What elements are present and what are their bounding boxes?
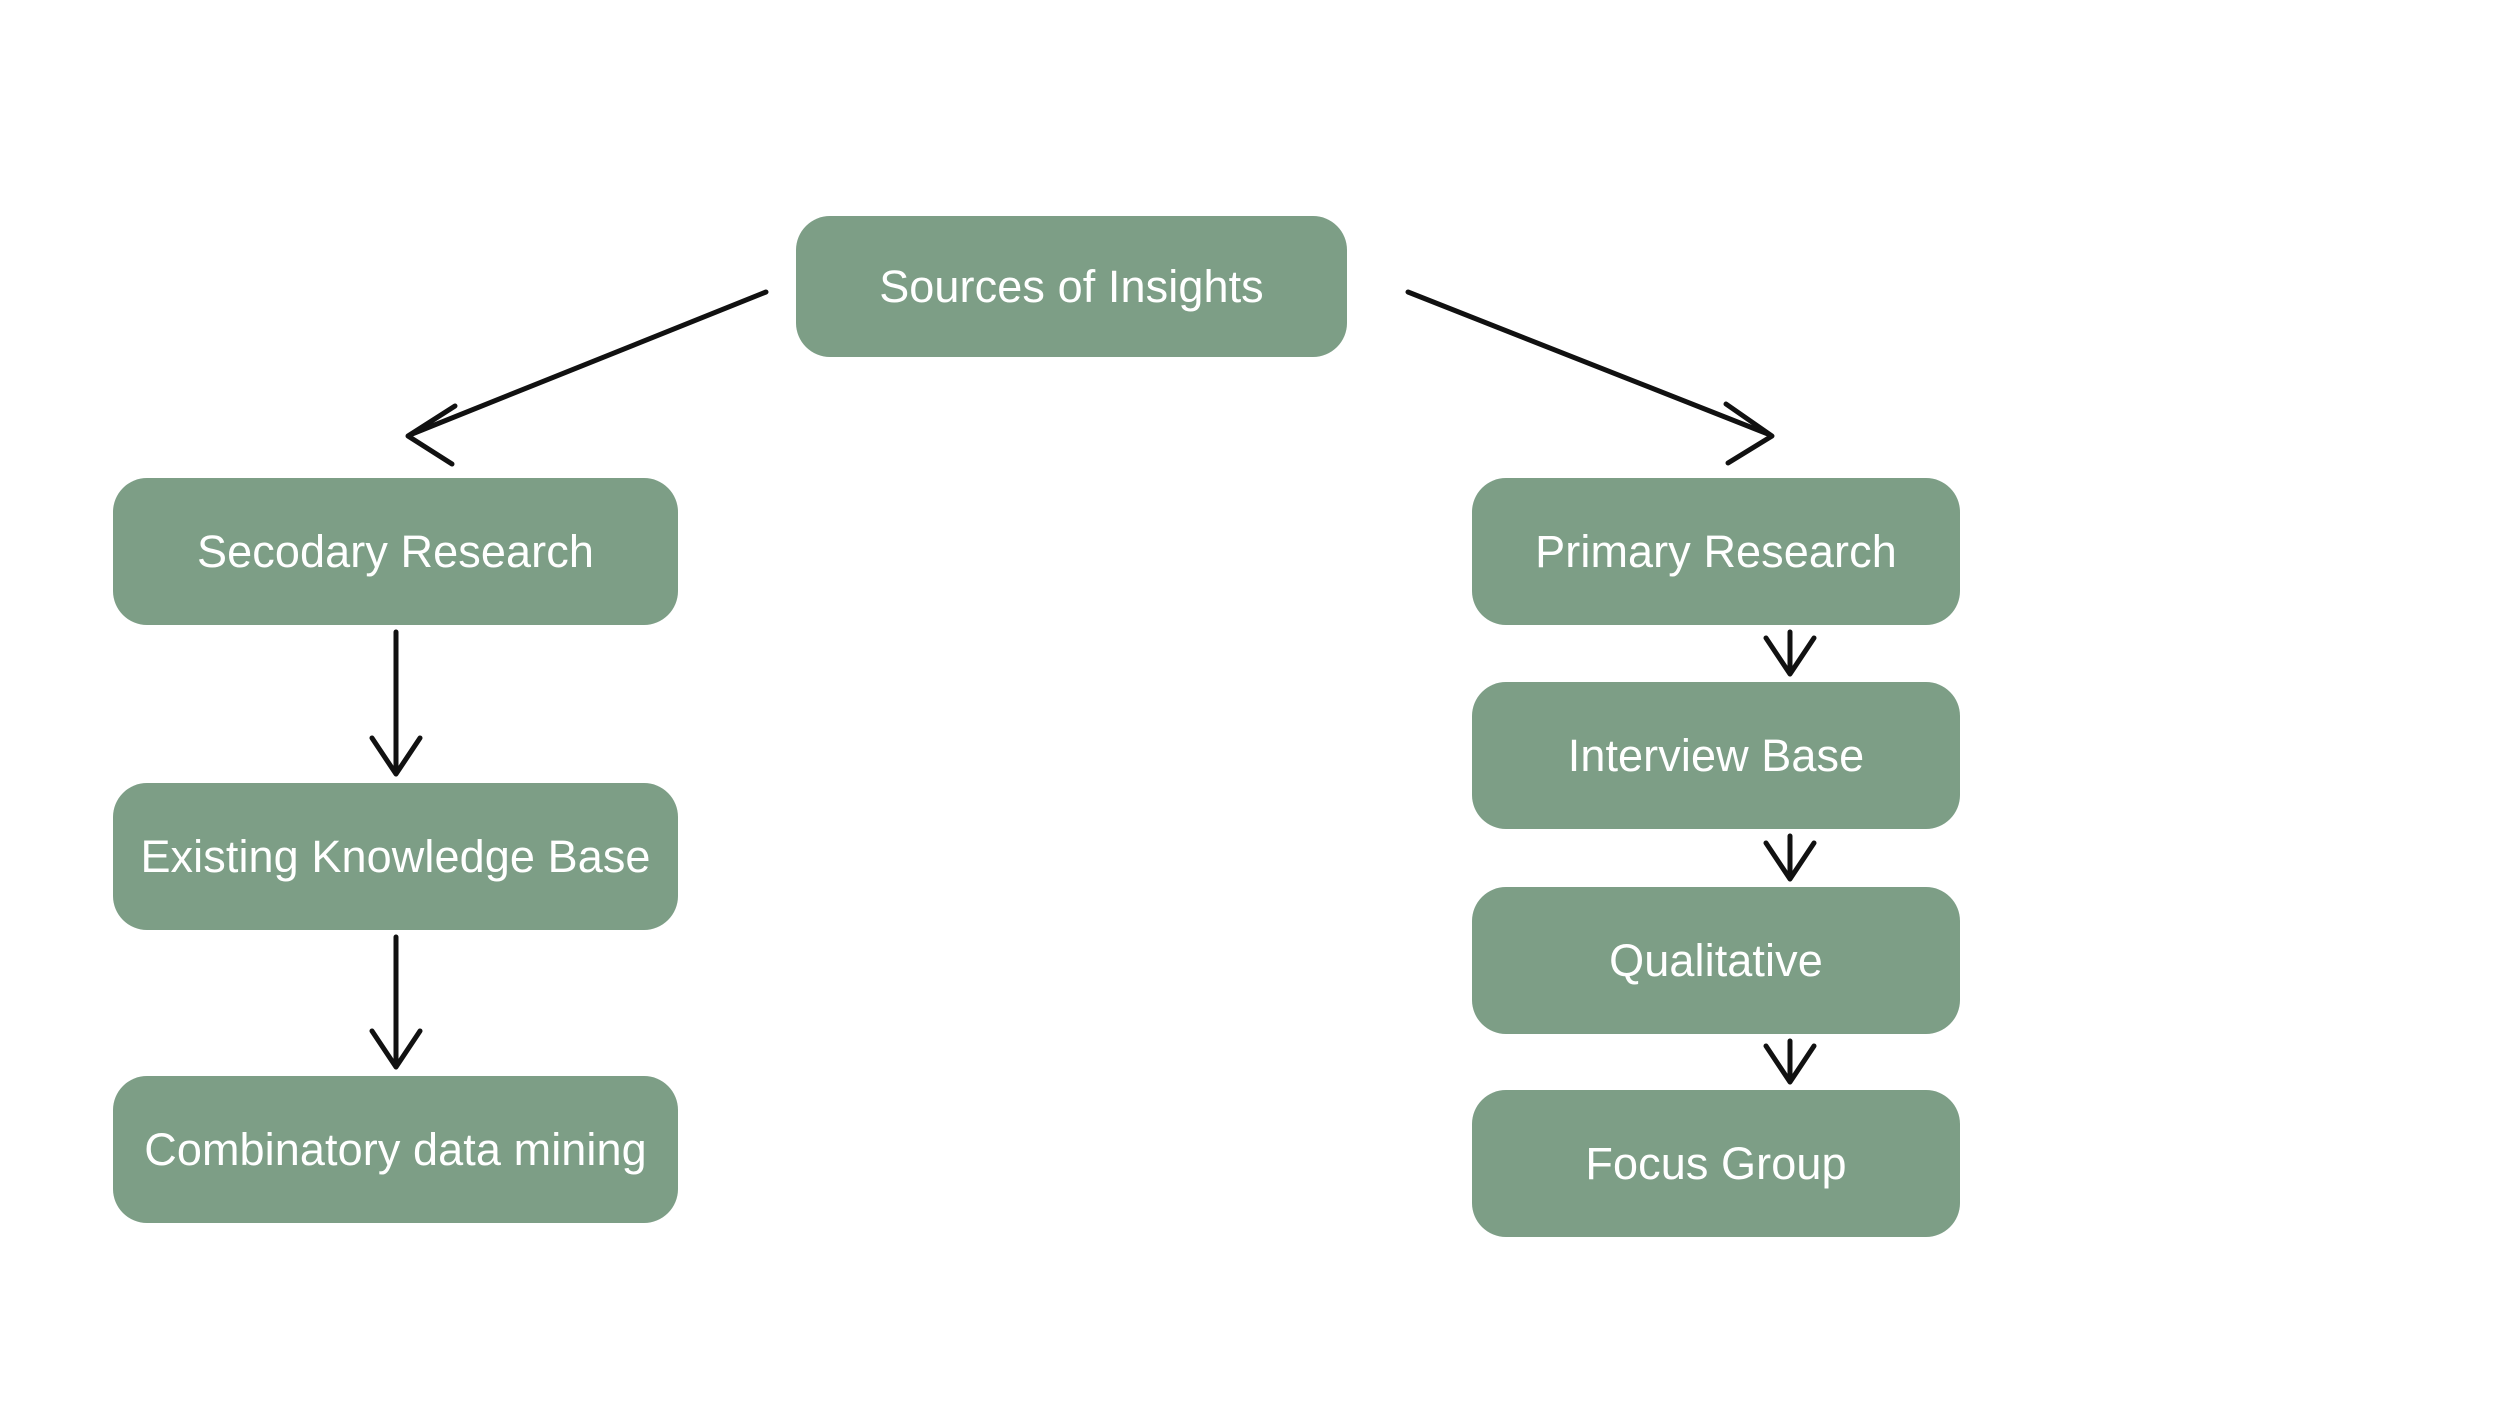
node-secondary-research[interactable]: Secodary Research [113, 478, 678, 625]
node-label: Sources of Insights [879, 260, 1264, 312]
node-label: Focus Group [1585, 1137, 1847, 1189]
node-focus-group[interactable]: Focus Group [1472, 1090, 1960, 1237]
node-label: Qualitative [1609, 934, 1823, 986]
edge-qualitative-to-focus-group-arrow [1763, 1038, 1817, 1085]
chart-title: RESEARCH DESIGN CHART [2150, 100, 2450, 1000]
node-primary-research[interactable]: Primary Research [1472, 478, 1960, 625]
node-label: Interview Base [1567, 729, 1865, 781]
node-combinatory-data-mining[interactable]: Combinatory data mining [113, 1076, 678, 1223]
edge-interview-base-to-qualitative-arrow [1763, 833, 1817, 882]
node-sources-of-insights[interactable]: Sources of Insights [796, 216, 1347, 357]
node-label: Combinatory data mining [144, 1123, 647, 1175]
node-qualitative[interactable]: Qualitative [1472, 887, 1960, 1034]
node-label: Primary Research [1535, 525, 1897, 577]
edge-root-to-primary-research-arrow [1405, 289, 1775, 466]
edge-primary-research-to-interview-base-arrow [1763, 629, 1817, 677]
node-existing-knowledge-base[interactable]: Existing Knowledge Base [113, 783, 678, 930]
edge-root-to-secondary-research-arrow [405, 289, 769, 467]
node-label: Secodary Research [197, 525, 594, 577]
node-label: Existing Knowledge Base [140, 830, 651, 882]
node-interview-base[interactable]: Interview Base [1472, 682, 1960, 829]
edge-secondary-research-to-existing-knowledge-base-arrow [369, 629, 423, 777]
edge-existing-knowledge-base-to-combinatory-data-mining-arrow [369, 934, 423, 1070]
